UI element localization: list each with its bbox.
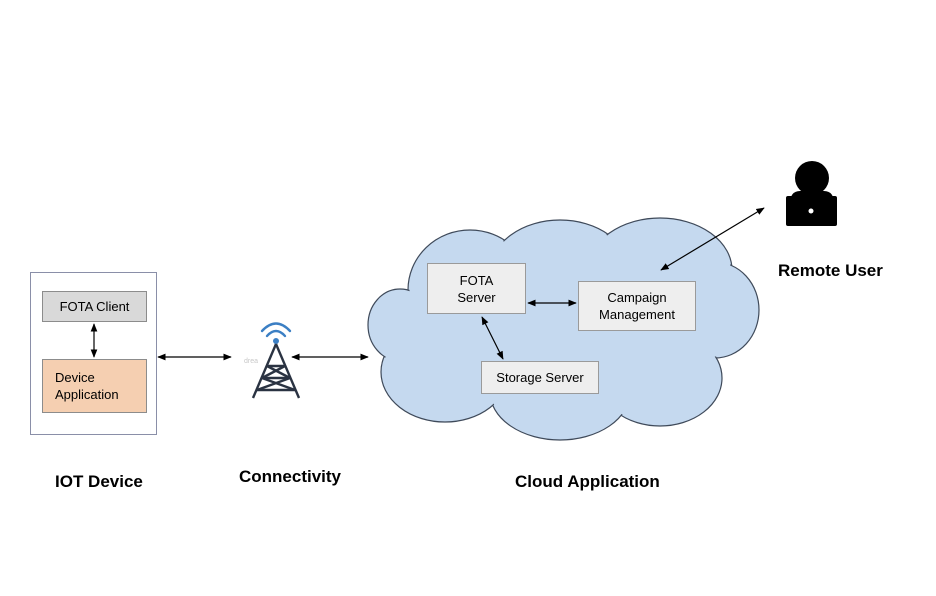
iot-device-title: IOT Device (55, 472, 143, 491)
fota-server-box: FOTA Server (427, 263, 526, 314)
user-laptop-icon (786, 161, 837, 226)
tower-watermark: drea (244, 358, 259, 365)
storage-server-label: Storage Server (496, 370, 584, 385)
device-application-box: Device Application (42, 359, 147, 413)
device-application-label-line2: Application (55, 387, 119, 402)
cell-tower-icon (251, 322, 301, 399)
campaign-management-box: Campaign Management (578, 281, 696, 331)
storage-server-box: Storage Server (481, 361, 599, 394)
connectivity-title: Connectivity (239, 467, 342, 486)
arrow-fota-storage (481, 316, 504, 360)
cloud-application-title: Cloud Application (515, 472, 660, 491)
campaign-management-label-line2: Management (599, 307, 675, 322)
fota-client-label: FOTA Client (59, 299, 130, 314)
device-application-label-line1: Device (55, 370, 95, 385)
fota-server-label-line1: FOTA (459, 272, 494, 288)
fota-client-box: FOTA Client (42, 291, 147, 322)
remote-user-title: Remote User (778, 261, 883, 280)
fota-server-label-line2: Server (457, 289, 496, 305)
campaign-management-label-line1: Campaign (607, 290, 667, 305)
arrow-campaign-remote-user (660, 207, 765, 271)
